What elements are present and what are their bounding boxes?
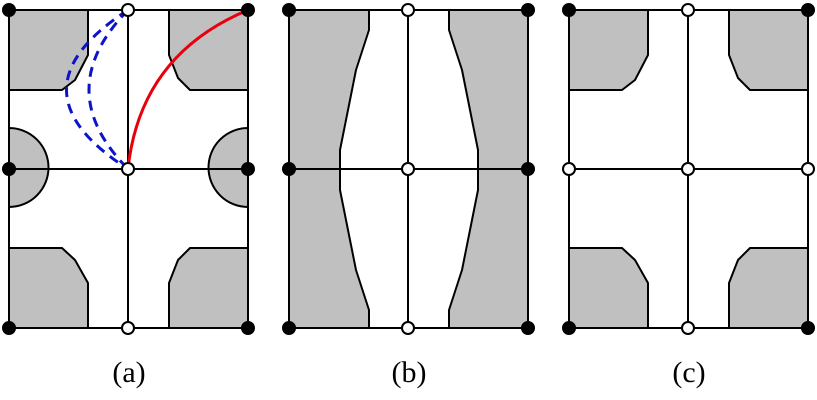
- solid-node: [282, 3, 296, 17]
- shaded-region-top-right: [168, 9, 249, 91]
- panel-label-a: (a): [112, 356, 146, 389]
- open-node: [681, 321, 695, 335]
- open-node: [121, 321, 135, 335]
- solid-node: [2, 3, 16, 17]
- shaded-region-right-semicircle: [207, 127, 249, 208]
- solid-node: [801, 321, 815, 335]
- solid-node: [521, 162, 535, 176]
- solid-node: [241, 162, 255, 176]
- open-node: [401, 321, 415, 335]
- solid-node: [521, 321, 535, 335]
- shaded-region-top-left: [568, 9, 649, 91]
- red-curve: [126, 8, 249, 170]
- solid-node: [562, 321, 576, 335]
- open-node: [562, 162, 576, 176]
- panel-c: [562, 3, 815, 335]
- solid-node: [241, 321, 255, 335]
- open-node: [681, 3, 695, 17]
- shaded-region-top-right: [728, 9, 809, 91]
- panel-label-c: (c): [672, 356, 706, 389]
- open-node: [121, 3, 135, 17]
- solid-node: [2, 321, 16, 335]
- blue-dashed-arc-inner: [87, 8, 130, 171]
- solid-node: [521, 3, 535, 17]
- shaded-region-left-semicircle: [8, 127, 50, 208]
- solid-node: [241, 3, 255, 17]
- open-node: [681, 162, 695, 176]
- open-node: [121, 162, 135, 176]
- solid-node: [801, 3, 815, 17]
- open-node: [401, 162, 415, 176]
- solid-node: [2, 162, 16, 176]
- open-node: [801, 162, 815, 176]
- solid-node: [282, 321, 296, 335]
- shaded-region-bottom-left: [568, 247, 649, 329]
- shaded-region-bottom-right: [168, 247, 249, 329]
- open-node: [401, 3, 415, 17]
- solid-node: [282, 162, 296, 176]
- shaded-region-bottom-left: [8, 247, 89, 329]
- shaded-region-bottom-right: [728, 247, 809, 329]
- panel-label-b: (b): [391, 356, 427, 389]
- shaded-region-top-left: [8, 9, 89, 91]
- panel-b: [282, 3, 535, 335]
- panel-a: [2, 3, 255, 335]
- blue-dashed-arc-outer: [65, 8, 129, 171]
- solid-node: [562, 3, 576, 17]
